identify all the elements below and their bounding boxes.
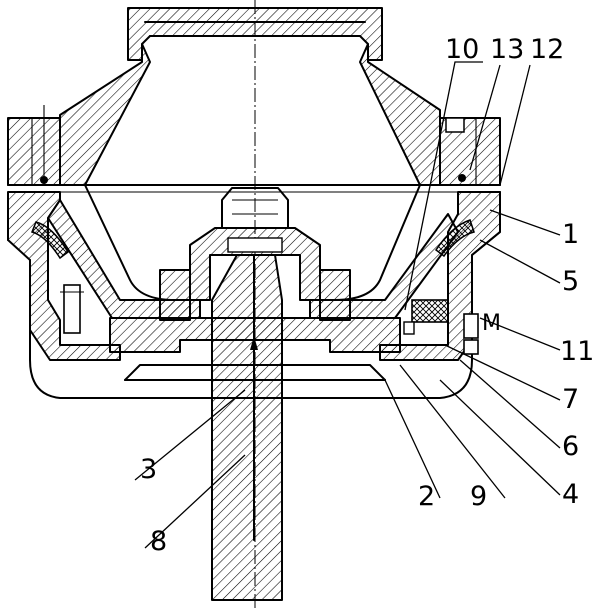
left-outer-flange bbox=[7, 117, 61, 186]
marker-m: M bbox=[482, 311, 501, 336]
callout-7: 7 bbox=[562, 384, 579, 415]
ball-ring-right bbox=[434, 219, 475, 258]
ball-ring-left bbox=[30, 221, 69, 260]
callout-3: 3 bbox=[140, 454, 157, 485]
hopper-wall-left bbox=[59, 43, 151, 186]
callout-12: 12 bbox=[530, 34, 564, 65]
callout-1: 1 bbox=[562, 219, 579, 250]
callout-8: 8 bbox=[150, 526, 167, 557]
housing-bolt-left bbox=[60, 284, 84, 334]
callout-2: 2 bbox=[418, 481, 435, 512]
callout-10: 10 bbox=[445, 34, 479, 65]
housing-bolt-right bbox=[403, 299, 449, 335]
callout-11: 11 bbox=[560, 336, 594, 367]
central-hub bbox=[159, 187, 351, 321]
callout-13: 13 bbox=[490, 34, 524, 65]
callout-4: 4 bbox=[562, 479, 579, 510]
seal-dot-right bbox=[458, 174, 466, 182]
leader-lines bbox=[134, 61, 561, 549]
seal-dot-left bbox=[40, 176, 48, 184]
top-neck-flange bbox=[127, 7, 383, 61]
hopper-wall-right bbox=[359, 43, 441, 186]
m-port-fitting bbox=[463, 313, 479, 355]
callout-9: 9 bbox=[470, 481, 487, 512]
flow-arrow-icon bbox=[250, 336, 258, 350]
main-shaft bbox=[211, 254, 283, 601]
callout-5: 5 bbox=[562, 266, 579, 297]
callout-6: 6 bbox=[562, 431, 579, 462]
